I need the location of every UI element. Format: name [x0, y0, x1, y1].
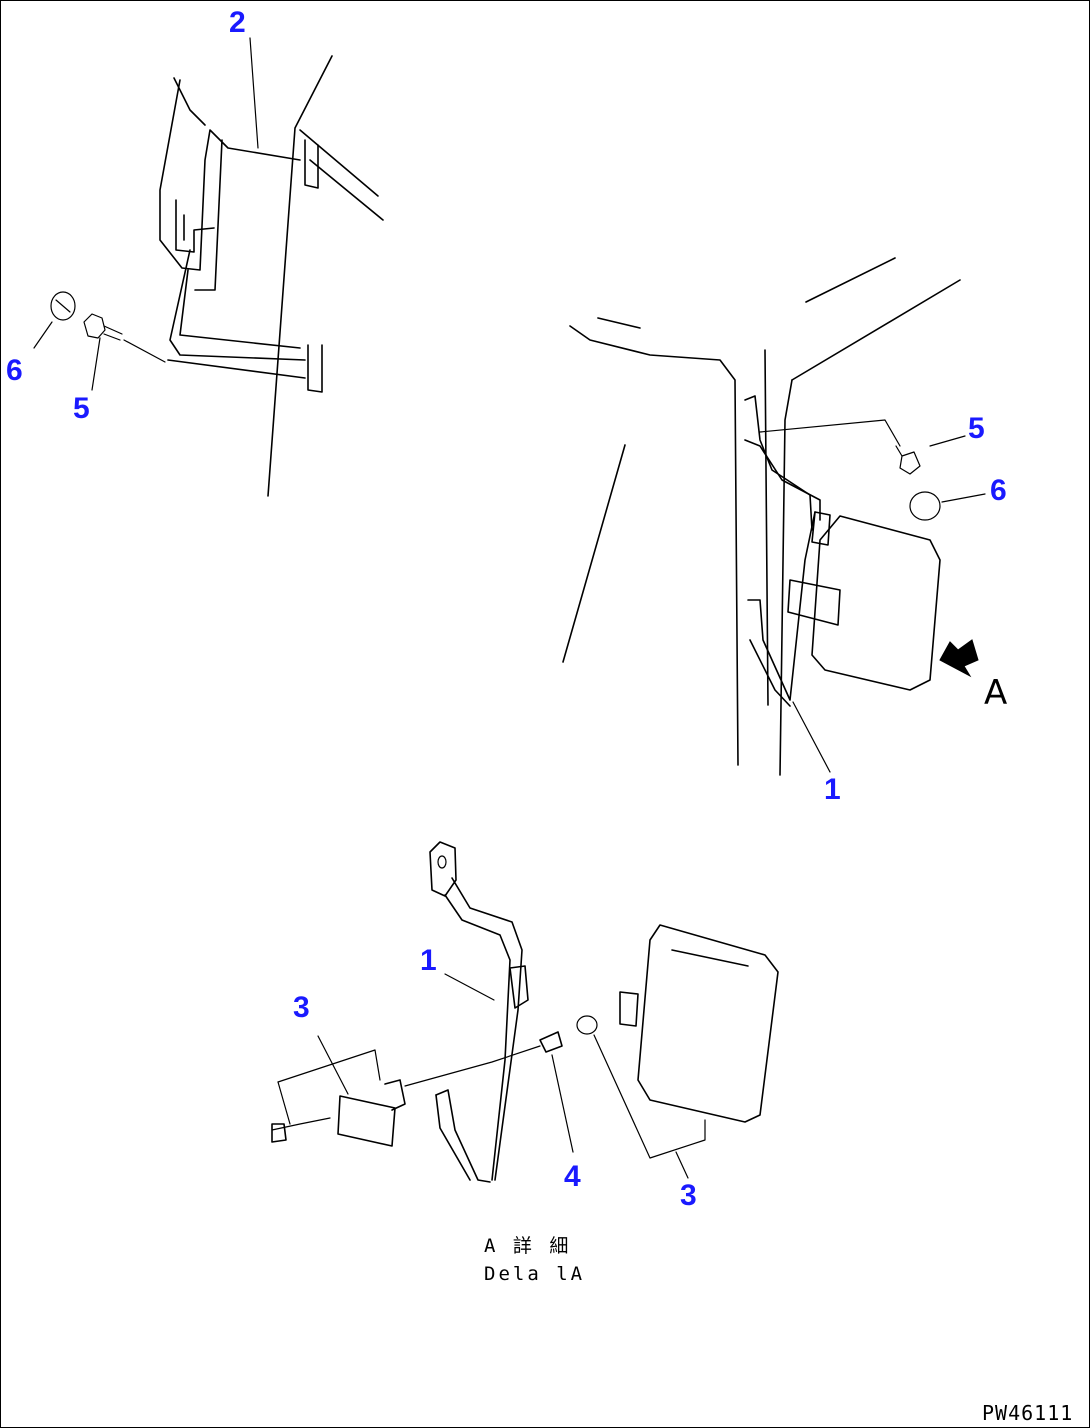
mirror-mount-block	[811, 511, 831, 546]
detail-caption-en: Dela lA	[484, 1263, 585, 1285]
cab-top-line	[805, 257, 896, 303]
bolt-leader-line	[123, 339, 166, 363]
leader-5-left	[91, 337, 101, 391]
callout-1-detail: 1	[420, 944, 437, 977]
bolt-head-5	[83, 313, 106, 339]
callout-4: 4	[564, 1160, 581, 1193]
stay-arm-upper	[169, 249, 306, 361]
cab-pillar-line	[267, 55, 333, 497]
leader-3-right-b	[675, 1151, 689, 1179]
lower-bracket	[307, 344, 323, 393]
callout-5-left: 5	[73, 392, 90, 425]
cap-6	[50, 291, 76, 321]
leader-1-detail	[444, 973, 495, 1001]
leader-1-right	[792, 701, 831, 773]
leader-5-right	[929, 435, 966, 447]
leader-4	[551, 1054, 574, 1153]
detail-caption-jp: A 詳 細	[484, 1235, 571, 1257]
leader-6-left	[33, 321, 53, 349]
callout-6-left: 6	[6, 354, 23, 387]
bolt-head-5-right	[899, 451, 921, 475]
leader-3-left-a	[317, 1035, 349, 1095]
detail-a-view	[271, 841, 779, 1183]
mirror-glass	[811, 515, 941, 691]
mirror-frame-inner	[194, 139, 223, 291]
stay-lower-rail-inner	[749, 639, 791, 707]
mirror-clamp-right	[787, 579, 841, 626]
detail-mirror-socket	[619, 991, 639, 1027]
cab-pillar-right	[779, 379, 793, 776]
detail-pin-4	[539, 1031, 563, 1053]
cab-door-line	[562, 444, 626, 663]
detail-bolt-head	[271, 1123, 287, 1143]
detail-clamp-left	[337, 1095, 396, 1147]
callout-1-right: 1	[824, 773, 841, 806]
detail-mirror-glass	[637, 924, 779, 1123]
left-mirror-assembly-view	[33, 37, 384, 497]
cab-edge-line-2	[309, 159, 384, 221]
mirror-frame-top	[173, 77, 206, 126]
view-marker-a: A	[984, 673, 1007, 713]
callout-2: 2	[229, 6, 246, 39]
leader-3-right	[593, 1034, 706, 1159]
detail-mirror-reflection	[671, 949, 749, 967]
stay-upper-rail-inner	[744, 439, 821, 521]
cab-window-line	[791, 279, 961, 381]
detail-stay-rail-inner	[451, 877, 523, 1181]
callout-5-right: 5	[968, 412, 985, 445]
leader-6-right	[941, 493, 986, 503]
mirror-clamp	[175, 199, 215, 253]
cab-roof-line	[597, 317, 641, 329]
callout-6-right: 6	[990, 474, 1007, 507]
callout-3-right: 3	[680, 1179, 697, 1212]
callout-3-left: 3	[293, 991, 310, 1024]
stay-arm-lower	[167, 359, 306, 379]
leader-3-left-b	[277, 1081, 291, 1125]
detail-plate-hole	[437, 855, 447, 869]
upper-bracket	[304, 139, 319, 189]
leader-2	[249, 37, 259, 149]
cab-pillar-mid	[764, 349, 769, 706]
stay-lower-rail	[747, 511, 816, 701]
cap-6-detail	[55, 299, 71, 313]
cap-6-right	[909, 491, 941, 521]
detail-cap-3	[576, 1015, 598, 1035]
bolt-shank-5	[103, 325, 123, 341]
detail-stay-mount	[509, 965, 529, 1009]
detail-stay-top-plate	[429, 841, 457, 897]
bolt-leader-right	[759, 419, 901, 447]
leader-3-left-bracket	[277, 1049, 381, 1083]
cab-roof-pillar	[569, 325, 739, 766]
stay-arm-inner	[179, 269, 301, 349]
mirror-frame-outline	[159, 79, 301, 271]
detail-stay-lower	[435, 1089, 491, 1183]
view-arrow-icon	[939, 639, 979, 678]
detail-bolt-shank	[271, 1117, 331, 1131]
drawing-number: PW46111	[982, 1401, 1073, 1425]
detail-center-line	[404, 1045, 541, 1087]
stay-upper-rail	[744, 395, 813, 531]
right-mirror-installed-view	[562, 257, 986, 776]
bolt-shank-5-right	[895, 445, 903, 457]
cab-edge-line	[299, 129, 379, 197]
detail-stay-rail-outer	[444, 894, 511, 1181]
detail-stay-lower-inner	[435, 1094, 471, 1181]
detail-clamp-ball	[384, 1079, 406, 1111]
